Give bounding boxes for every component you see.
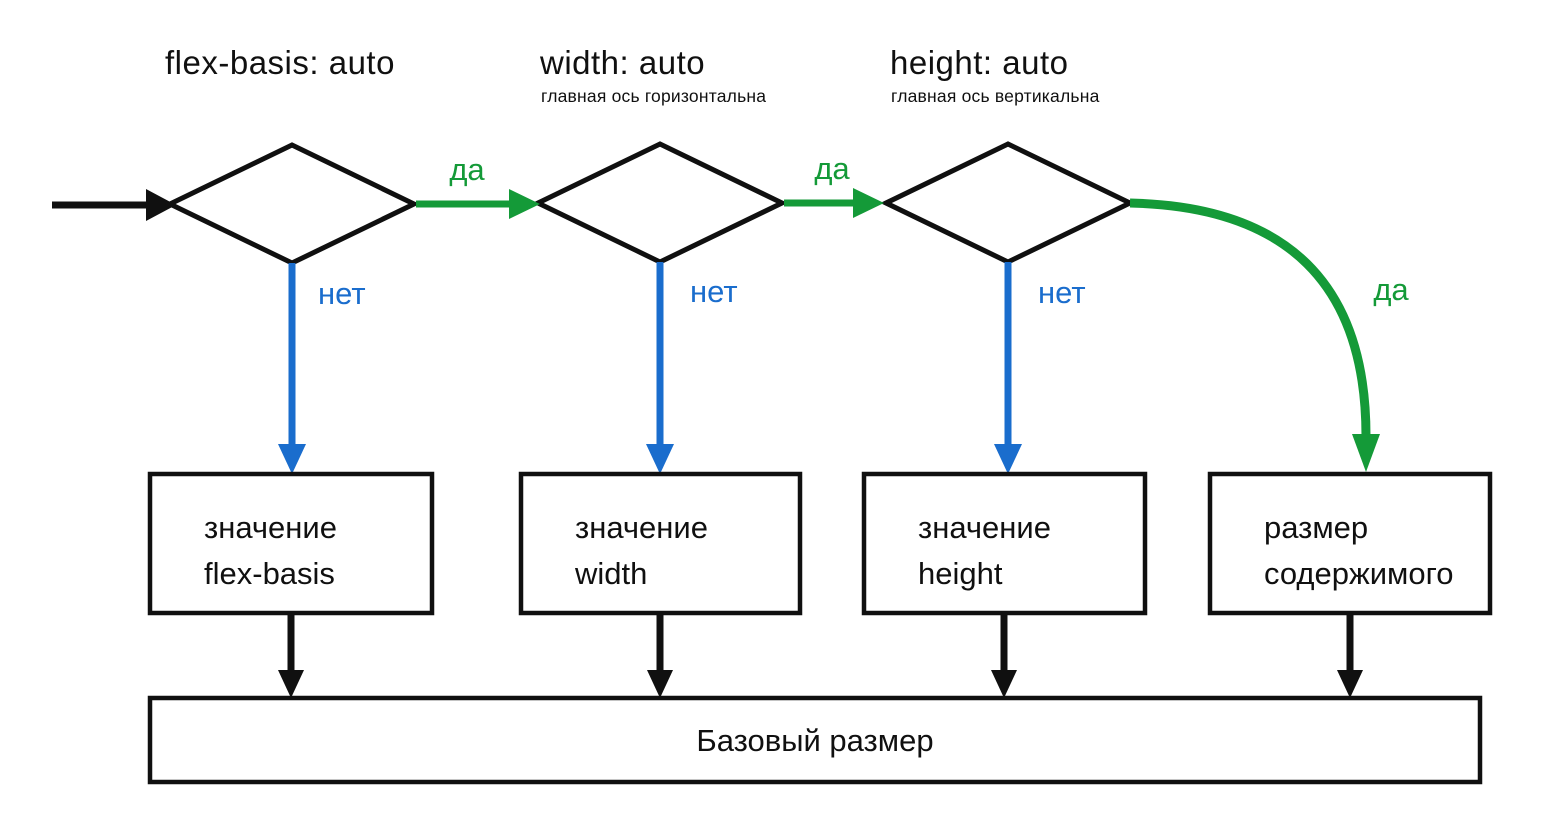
box-arrow-1-head [278,670,304,698]
yes-arrow-3-head [1352,434,1380,472]
yes-arrow-2-head [853,188,884,218]
yes-label-2: да [814,151,850,186]
result-box-flex-basis-line-1: значение [204,510,337,545]
heading-flex-basis-auto: flex-basis: auto [165,44,395,81]
result-box-height [861,471,1148,616]
box-arrow-2-head [647,670,673,698]
result-box-content-size-line-2: содержимого [1264,556,1453,591]
entry-arrow-head [146,189,176,221]
box-arrow-3-head [991,670,1017,698]
result-box-content-size-line-1: размер [1264,510,1368,545]
base-size-label: Базовый размер [696,723,933,758]
no-arrow-3-head [994,444,1022,474]
subheading-main-axis-vertical: главная ось вертикальна [891,86,1100,106]
no-label-1: нет [318,276,366,311]
subheading-main-axis-horizontal: главная ось горизонтальна [541,86,766,106]
no-label-3: нет [1038,275,1086,310]
result-box-width [518,471,803,616]
yes-arrow-3-curve [1129,198,1371,437]
heading-height-auto: height: auto [890,44,1068,81]
result-box-width-line-2: width [574,556,647,591]
yes-arrow-1-head [509,189,540,219]
decision-diamond-height [880,141,1136,265]
result-box-height-line-1: значение [918,510,1051,545]
decision-diamond-flex-basis [164,142,420,266]
no-arrow-2-head [646,444,674,474]
decision-diamond-width [532,141,788,265]
result-box-width-line-1: значение [575,510,708,545]
no-label-2: нет [690,274,738,309]
result-box-height-line-2: height [918,556,1003,591]
box-arrow-4-head [1337,670,1363,698]
base-size-bar [147,695,1483,785]
result-box-content-size [1207,471,1493,616]
result-box-flex-basis-line-2: flex-basis [204,556,335,591]
yes-label-3: да [1373,272,1409,307]
yes-label-1: да [449,152,485,187]
heading-width-auto: width: auto [539,44,705,81]
no-arrow-1-head [278,444,306,474]
